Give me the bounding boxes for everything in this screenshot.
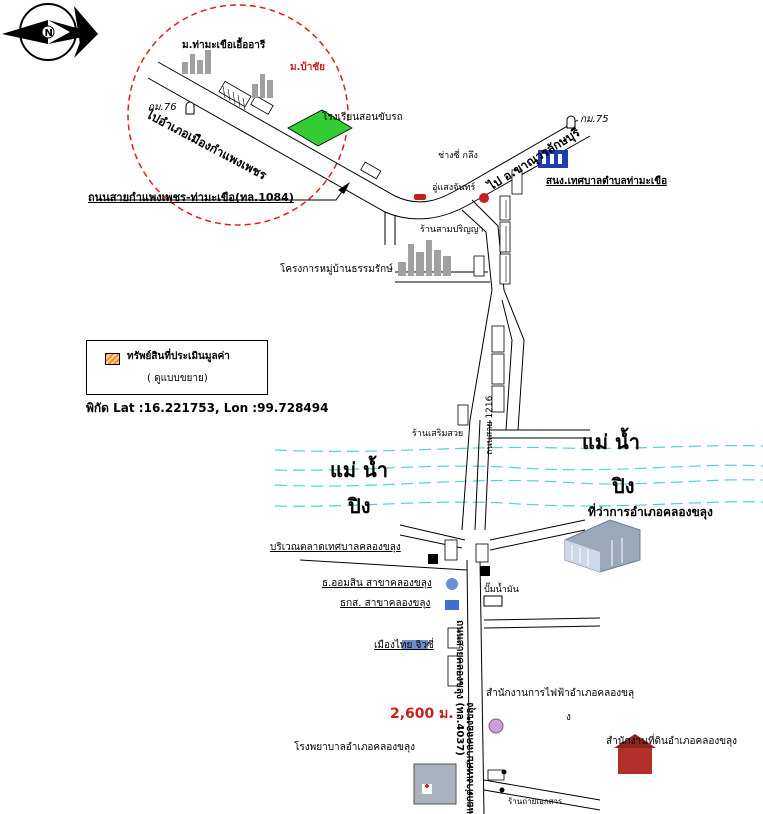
legend-title: ทรัพย์สินที่ประเมินมูลค่า [127, 351, 230, 362]
label-highway: ถนนสายกำแพงเพชร-ท่ามะเขือ(ทล.1084) [88, 191, 294, 204]
village-skyline-icon [182, 50, 451, 276]
building-blocks [218, 80, 523, 781]
electricity-logo [488, 718, 504, 734]
km-marker-icon [185, 101, 576, 129]
hospital-building-icon [413, 763, 457, 805]
label-garage: อู่แสงจันทร์ [432, 183, 476, 193]
label-road-bottom: แยกต่างเทศบาลคลองขลุง [465, 702, 476, 814]
shop-icon [428, 554, 490, 576]
legend-subtitle: ( ดูแบบขยาย) [147, 373, 208, 384]
compass-icon: N [2, 3, 98, 61]
river-label-right-2: ปิง [612, 474, 635, 498]
label-electricity-2: ง [566, 712, 571, 723]
label-km76: กม.76 [148, 102, 177, 113]
river-label-left-2: ปิง [348, 494, 371, 518]
gas-station-icon [483, 595, 503, 607]
label-mueangthai: เมืองไทย จิวซี่ [374, 640, 434, 651]
driving-school-site [287, 109, 353, 147]
label-shop-saeng: ร้านเสริมสวย [412, 429, 464, 439]
label-municipal: สนง.เทศบาลตำบลท่ามะเขือ [546, 176, 668, 187]
highway-road [147, 61, 601, 814]
label-road-4037: ถนนสายคลองขลุง (ทล.4037) [454, 620, 465, 756]
label-village-project: โครงการหมู่บ้านธรรมรักษ์ [280, 264, 393, 275]
label-shop-bottom: ร้านถ่ายเอกสาร [508, 797, 563, 806]
label-market: บริเวณตลาดเทศบาลคลองขลุง [270, 542, 401, 553]
junction-marker [499, 769, 507, 793]
label-shop-prinya: ร้านสามปริญญา [420, 225, 484, 235]
legend-box: ทรัพย์สินที่ประเมินมูลค่า ( ดูแบบขยาย) [86, 340, 268, 395]
municipal-office-icon [538, 150, 568, 168]
label-repair: ช่างซี่ กลึง [438, 151, 478, 161]
river-label-right-1: แม่ น้ำ [582, 430, 640, 454]
bank-icon [445, 578, 459, 610]
hatch-swatch [105, 353, 120, 365]
label-baac: ธกส. สาขาคลองขลุง [340, 598, 431, 609]
distance-label: 2,600 ม. [390, 706, 454, 722]
mueangthai-logo [402, 640, 428, 650]
land-office-building-icon [614, 734, 656, 774]
label-land-office: สำนักงานที่ดินอำเภอคลองขลุง [606, 736, 738, 747]
label-km75: กม.75 [580, 114, 609, 125]
label-driving-school: โรงเรียนสอนขับรถ [322, 112, 403, 123]
label-mung-chai: ม.บ้าชัย [290, 62, 325, 73]
label-hospital: โรงพยาบาลอำเภอคลองขลุง [294, 742, 415, 753]
coordinates-text: พิกัด Lat :16.221753, Lon :99.728494 [86, 401, 329, 415]
river-label-left-1: แม่ น้ำ [330, 458, 388, 482]
car-icon [414, 193, 489, 203]
ping-river [274, 444, 763, 507]
label-gas: ปั๊มน้ำมัน [484, 585, 519, 595]
label-road-1216: ถนนสาย 1216 [485, 395, 495, 455]
district-office-building-icon [564, 519, 641, 573]
label-mae-chue: ม.ท่ามะเขือเอื้ออารี [182, 40, 266, 51]
zoom-area-circle [127, 4, 349, 226]
label-district-office: ที่ว่าการอำเภอคลองขลุง [588, 505, 713, 519]
label-electricity-1: สำนักงานการไฟฟ้าอำเภอคลองขลุ [486, 688, 635, 699]
label-gsb: ธ.ออมสิน สาขาคลองขลุง [322, 578, 432, 589]
svg-text:N: N [45, 28, 53, 39]
